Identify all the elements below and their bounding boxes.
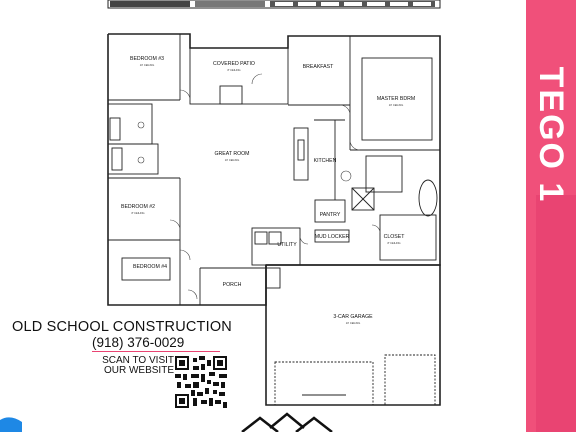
house-logo-icon (241, 412, 333, 432)
plan-walls (107, 33, 441, 406)
sidebar-panel (536, 195, 576, 432)
label-covered-patio: COVERED PATIO (213, 61, 255, 67)
label-bedroom2: BEDROOM #2 (121, 204, 155, 210)
model-name: TEGO 1 (532, 66, 570, 204)
label-kitchen: KITCHEN (314, 158, 337, 164)
svg-text:10' CEILING: 10' CEILING (140, 63, 154, 67)
elevation-strip (107, 0, 441, 9)
label-bedroom3: BEDROOM #3 (130, 56, 164, 62)
phone-underline (92, 351, 220, 352)
label-garage: 3-CAR GARAGE (333, 314, 373, 320)
scan-text: SCAN TO VISIT OUR WEBSITE (98, 356, 174, 376)
svg-text:10' CEILING: 10' CEILING (389, 103, 403, 107)
label-great-room: GREAT ROOM (215, 151, 250, 157)
svg-text:8' CEILING: 8' CEILING (131, 211, 144, 215)
qr-code-icon[interactable] (175, 356, 227, 408)
label-bedroom4: BEDROOM #4 (133, 264, 167, 270)
label-mud-locker: MUD LOCKER (315, 234, 350, 240)
label-pantry: PANTRY (320, 212, 341, 218)
svg-text:8' CEILING: 8' CEILING (227, 68, 240, 72)
floor-plan: BEDROOM #3 10' CEILING COVERED PATIO 8' … (107, 0, 441, 406)
label-closet: CLOSET (384, 234, 406, 240)
wave-decoration (0, 417, 22, 432)
company-phone[interactable]: (918) 376-0029 (92, 335, 185, 350)
svg-text:10' CEILING: 10' CEILING (346, 321, 360, 325)
scan-line-2: OUR WEBSITE (103, 365, 174, 376)
label-porch: PORCH (223, 282, 242, 288)
svg-text:8' CEILING: 8' CEILING (387, 241, 400, 245)
label-utility: UTILITY (277, 242, 297, 248)
label-breakfast: BREAKFAST (303, 64, 334, 70)
model-sidebar: TEGO 1 (526, 0, 576, 432)
svg-text:10' CEILING: 10' CEILING (225, 158, 239, 162)
company-name: OLD SCHOOL CONSTRUCTION (12, 319, 232, 335)
scan-line-1: SCAN TO VISIT (102, 355, 174, 366)
label-master: MASTER BDRM (377, 96, 415, 102)
